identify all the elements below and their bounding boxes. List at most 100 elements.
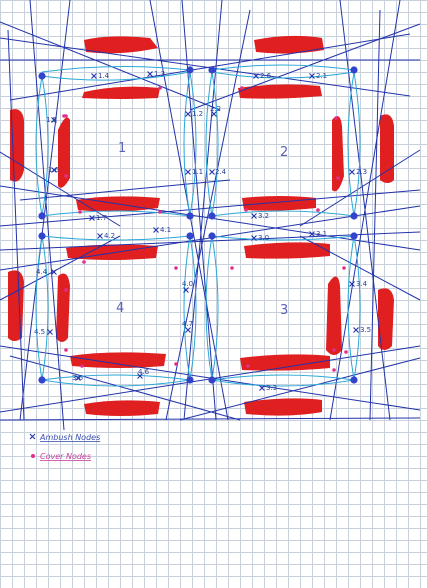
ambush-node-label: 3.6 bbox=[72, 374, 84, 382]
waypoint-node bbox=[350, 66, 358, 74]
zone-label: 3 bbox=[280, 303, 288, 318]
waypoint-node bbox=[208, 66, 216, 74]
cover-block bbox=[244, 398, 322, 416]
cover-block bbox=[326, 276, 342, 355]
cover-node bbox=[158, 210, 162, 214]
ambush-node-label: 3.2 bbox=[258, 212, 269, 220]
ambush-node-label: 3.5 bbox=[360, 326, 371, 334]
ambush-node-label: 2.4 bbox=[215, 168, 227, 176]
inner-link bbox=[41, 374, 191, 381]
ambush-node: 2.3 bbox=[349, 168, 367, 176]
cover-node bbox=[64, 288, 68, 292]
ambush-node-label: 1.6 bbox=[48, 166, 60, 174]
ambush-node-label: 3.1 bbox=[316, 230, 327, 238]
inner-link bbox=[347, 235, 355, 381]
route-line bbox=[0, 231, 421, 251]
cover-node bbox=[64, 348, 68, 352]
ambush-node-label: 3.3 bbox=[266, 384, 277, 392]
ambush-x-icon bbox=[253, 73, 259, 79]
route-line bbox=[329, 0, 401, 421]
waypoint-node bbox=[186, 376, 194, 384]
ambush-node-label: 2.3 bbox=[356, 168, 367, 176]
ambush-node: 1.5 bbox=[46, 116, 57, 124]
inner-link bbox=[353, 235, 361, 381]
ambush-node: 4.2 bbox=[97, 232, 115, 240]
ambush-x-icon bbox=[91, 73, 97, 79]
waypoint-node bbox=[208, 212, 216, 220]
ambush-x-icon bbox=[211, 111, 217, 117]
route-line bbox=[9, 33, 411, 101]
inner-link bbox=[183, 235, 191, 381]
ambush-x-icon bbox=[251, 235, 257, 241]
ambush-node-label: 1.4 bbox=[98, 72, 110, 80]
cover-node bbox=[158, 86, 162, 90]
inner-link bbox=[41, 65, 191, 73]
ambush-node-label: 3.4 bbox=[356, 280, 368, 288]
ambush-node: 2.2 bbox=[210, 105, 221, 117]
cover-node bbox=[174, 362, 178, 366]
cover-block bbox=[380, 114, 394, 183]
inner-link bbox=[211, 235, 355, 241]
waypoint-node bbox=[350, 212, 358, 220]
route-line bbox=[0, 21, 221, 111]
waypoint-node bbox=[186, 66, 194, 74]
ambush-node: 3.5 bbox=[353, 326, 371, 334]
ambush-node-label: 4.6 bbox=[138, 368, 150, 376]
cover-node bbox=[80, 364, 84, 368]
cover-block bbox=[240, 354, 330, 371]
ambush-x-icon bbox=[29, 433, 36, 440]
inner-link bbox=[41, 71, 191, 81]
inner-link bbox=[211, 71, 355, 79]
inner-link bbox=[353, 71, 361, 217]
cover-block bbox=[244, 242, 330, 259]
route-line bbox=[165, 9, 251, 421]
ambush-node: 2.6 bbox=[253, 72, 272, 80]
inner-link bbox=[35, 75, 43, 217]
ambush-node: 4.6 bbox=[137, 368, 150, 379]
inner-link bbox=[347, 71, 355, 217]
cover-node bbox=[316, 208, 320, 212]
inner-link bbox=[41, 379, 191, 387]
ambush-node-label: 1.3 bbox=[154, 70, 165, 78]
ambush-node: 1.4 bbox=[91, 72, 110, 80]
legend: Ambush Nodes Cover Nodes bbox=[29, 433, 100, 461]
route-line bbox=[183, 0, 223, 421]
ambush-node: 2.1 bbox=[309, 72, 327, 80]
ambush-node: 1.1 bbox=[185, 168, 203, 176]
inner-link bbox=[211, 235, 219, 381]
cover-node bbox=[332, 348, 336, 352]
cover-node bbox=[342, 266, 346, 270]
ambush-x-icon bbox=[47, 329, 53, 335]
inner-link bbox=[205, 71, 213, 217]
ambush-x-icon bbox=[97, 233, 103, 239]
route-line bbox=[19, 179, 231, 201]
waypoint-node bbox=[186, 212, 194, 220]
route-line bbox=[0, 37, 411, 97]
ambush-node-label: 2.2 bbox=[210, 105, 221, 113]
route-line bbox=[299, 149, 421, 227]
cover-block bbox=[8, 270, 24, 341]
ambush-x-icon bbox=[75, 375, 81, 381]
ambush-nodes: 1.4 1.3 2.6 2.1 1.5 1.6 bbox=[34, 70, 371, 392]
cover-block bbox=[242, 196, 316, 211]
waypoint-node bbox=[208, 376, 216, 384]
ambush-node: 3.3 bbox=[259, 384, 277, 392]
inner-link bbox=[211, 64, 355, 71]
cover-block bbox=[70, 352, 166, 368]
legend-cover-label: Cover Nodes bbox=[40, 452, 91, 461]
ambush-x-icon bbox=[185, 169, 191, 175]
route-line bbox=[0, 189, 421, 227]
inner-link bbox=[41, 235, 49, 381]
route-line bbox=[0, 417, 421, 421]
ambush-node: 1.6 bbox=[48, 166, 60, 174]
cover-node bbox=[246, 364, 250, 368]
ambush-node: 3.0 bbox=[251, 234, 269, 242]
ambush-x-icon bbox=[185, 327, 191, 333]
route-line bbox=[299, 235, 421, 301]
waypoint-node bbox=[38, 212, 46, 220]
cover-block bbox=[58, 117, 70, 188]
route-line bbox=[189, 23, 421, 111]
ambush-node-label: 2.1 bbox=[316, 72, 327, 80]
ambush-node: 3.6 bbox=[72, 374, 84, 382]
waypoint-node bbox=[186, 232, 194, 240]
